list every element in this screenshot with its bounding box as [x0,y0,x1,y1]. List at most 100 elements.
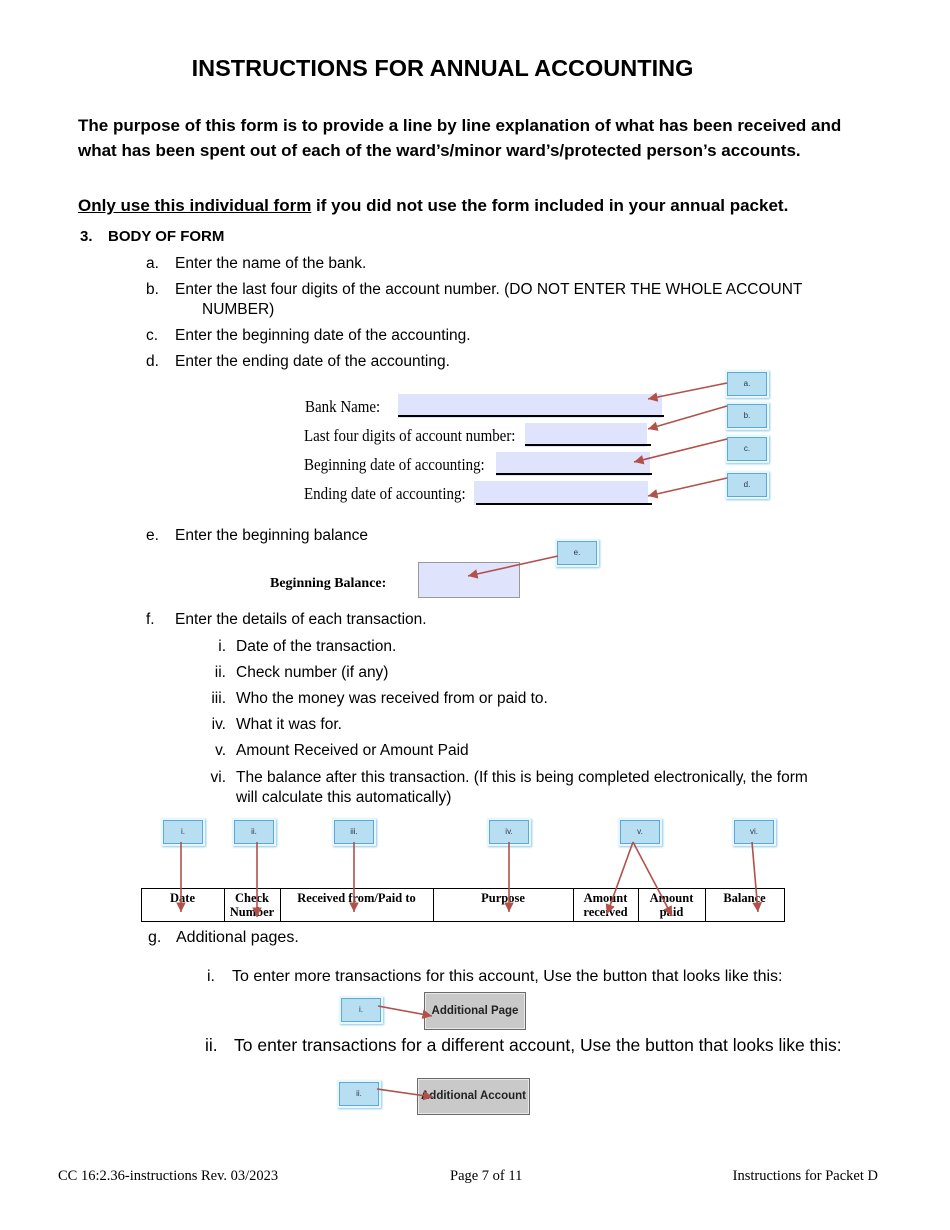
only-use-rest: if you did not use the form included in … [311,196,789,215]
col-check-line2: Number [229,905,275,919]
page-title: INSTRUCTIONS FOR ANNUAL ACCOUNTING [191,55,694,81]
item-a: a. Enter the name of the bank. [146,254,906,274]
subitem-text: Who the money was received from or paid … [236,690,548,707]
item-d: d. Enter the ending date of the accounti… [146,352,906,372]
g-subitem-ii: ii. To enter transactions for a differen… [205,1035,945,1058]
g-subitem-label: i. [207,968,215,985]
end-date-field [474,481,648,505]
item-text: Enter the details of each transaction. [175,611,427,628]
subitem-text: Date of the transaction. [236,638,397,655]
subitem-label: iii. [211,690,226,707]
col-date: Date [170,891,195,905]
col-amount-received: Amount received [573,891,638,919]
callout-a: a. [727,372,767,396]
g-subitem-i: i. To enter more transactions for this a… [207,967,927,987]
column-divider [573,889,574,921]
callout-e: e. [557,541,597,565]
last-four-label: Last four digits of account number: [304,426,516,445]
arrow-a [647,382,728,402]
item-label: f. [146,611,155,628]
purpose-paragraph: The purpose of this form is to provide a… [78,116,842,160]
arrow-v-paid [632,841,673,917]
last-four-underline [525,444,651,446]
column-divider [224,889,225,921]
arrow-vi [751,841,762,913]
end-date-underline [476,503,652,505]
callout-iv: iv. [489,820,529,844]
item-label: a. [146,255,159,272]
subitem-i: i. Date of the transaction. [196,637,896,657]
callout-c: c. [727,437,767,461]
column-divider [638,889,639,921]
footer-form-id: CC 16:2.36-instructions Rev. 03/2023 [58,1168,279,1184]
callout-vi: vi. [734,820,774,844]
subitem-iii: iii. Who the money was received from or … [196,689,896,709]
subitem-text: Check number (if any) [236,664,389,681]
item-text-continued: NUMBER) [202,301,275,318]
subitem-vi: vi. The balance after this transaction. … [196,768,896,808]
item-e: e. Enter the beginning balance [146,526,906,546]
footer-packet: Instructions for Packet D [732,1168,878,1184]
subitem-text: The balance after this transaction. (If … [236,769,808,786]
begin-date-field [496,452,650,476]
item-text: Enter the name of the bank. [175,255,367,272]
item-f: f. Enter the details of each transaction… [146,610,906,630]
additional-account-button-image: Additional Account [417,1078,530,1115]
subitem-iv: iv. What it was for. [196,715,896,735]
col-amount-received-line2: received [583,905,628,919]
subitem-label: v. [215,742,226,759]
item-g: g. Additional pages. [148,928,908,948]
section-number: 3. [80,228,93,245]
begin-date-underline [496,473,652,475]
col-amount-received-line1: Amount [583,891,628,905]
callout-g-ii: ii. [339,1082,379,1106]
item-label: e. [146,527,159,544]
col-check-line1: Check [234,891,270,905]
subitem-label: i. [218,638,226,655]
subitem-text: Amount Received or Amount Paid [236,742,469,759]
subitem-ii: ii. Check number (if any) [196,663,896,683]
item-label: d. [146,353,159,370]
item-text: Enter the ending date of the accounting. [175,353,450,370]
last-four-field [525,423,647,447]
col-balance: Balance [723,891,766,905]
g-subitem-label: ii. [205,1035,218,1055]
item-c: c. Enter the beginning date of the accou… [146,326,906,346]
arrow-b [647,405,728,431]
only-use-underlined: Only use this individual form [78,196,312,215]
callout-i: i. [163,820,203,844]
subitem-text-continued: will calculate this automatically) [236,789,452,806]
bank-name-field [398,394,662,418]
column-divider [784,889,785,921]
item-text: Enter the last four digits of the accoun… [175,281,803,298]
item-b: b. Enter the last four digits of the acc… [146,280,906,320]
arrow-g-i [377,1005,433,1019]
column-divider [705,889,706,921]
section-heading: 3. BODY OF FORM [80,228,224,245]
begin-date-label: Beginning date of accounting: [304,455,485,474]
additional-page-button-image: Additional Page [424,992,526,1030]
end-date-label: Ending date of accounting: [304,484,466,503]
column-divider [280,889,281,921]
subitem-v: v. Amount Received or Amount Paid [196,741,896,761]
beginning-balance-label: Beginning Balance: [270,576,387,591]
footer-page-number: Page 7 of 11 [450,1168,523,1184]
col-received-paid: Received from/Paid to [297,891,416,905]
only-use-note: Only use this individual form if you did… [78,196,788,216]
subitem-text: What it was for. [236,716,342,733]
transaction-table-header: Date Check Number Received from/Paid to … [141,888,785,922]
callout-v: v. [620,820,660,844]
arrow-g-ii [376,1088,434,1101]
section-title: BODY OF FORM [108,228,225,245]
item-label: b. [146,281,159,298]
item-label: g. [148,929,162,946]
subitem-label: ii. [214,664,226,681]
item-text: Additional pages. [176,929,299,946]
item-text: Enter the beginning date of the accounti… [175,327,471,344]
column-divider [141,889,142,921]
arrow-e [467,555,559,579]
arrow-d [647,477,728,499]
column-divider [433,889,434,921]
callout-g-i: i. [341,998,381,1022]
